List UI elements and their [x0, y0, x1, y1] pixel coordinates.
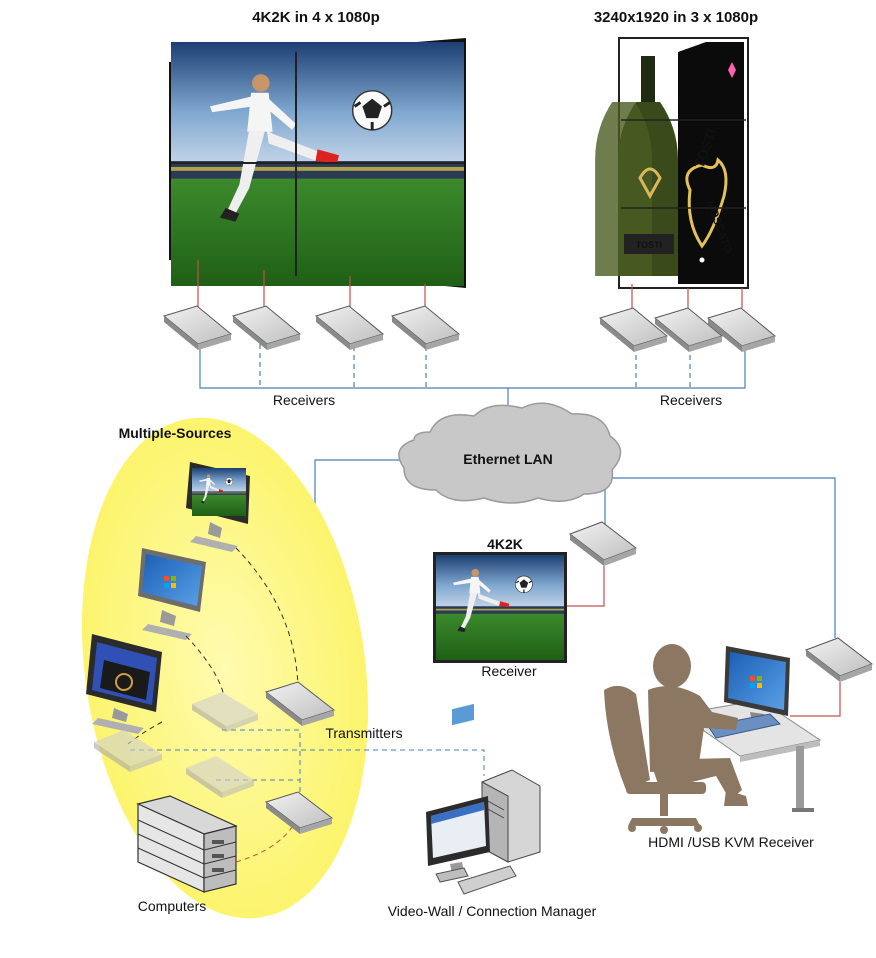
wall-video-cables — [197, 260, 743, 308]
monitor-icon — [138, 548, 206, 640]
transmitters-label: Transmitters — [325, 725, 402, 741]
seated-user-icon — [604, 644, 748, 834]
kvm-receiver-label: HDMI /USB KVM Receiver — [648, 834, 814, 850]
transmitter-box-icon — [264, 791, 334, 834]
monitor-4k-title: 4K2K — [487, 536, 523, 552]
receiver-box-icon — [706, 307, 777, 352]
video-wall-2x2 — [169, 38, 466, 288]
computers-label: Computers — [138, 898, 206, 914]
connection-manager-label: Video-Wall / Connection Manager — [388, 903, 597, 919]
receiver-box-icon — [804, 637, 874, 682]
receiver-label: Receiver — [481, 663, 537, 679]
transmitter-box-icon — [186, 756, 254, 798]
monitor-icon — [707, 646, 790, 739]
monitor-icon — [186, 462, 250, 552]
ethernet-lan-label: Ethernet LAN — [463, 451, 552, 467]
receiver-box-icon — [653, 307, 724, 352]
transmitter-box-icon — [94, 730, 162, 772]
video-wall-4k-title: 4K2K in 4 x 1080p — [252, 9, 380, 26]
gift-box-image: TOSTI MOSCATO — [678, 42, 744, 284]
receiver-box-icon — [390, 305, 461, 350]
video-wall-portrait-title: 3240x1920 in 3 x 1080p — [594, 9, 758, 26]
receiver-box-icon — [598, 307, 669, 352]
receivers-label-left: Receivers — [273, 392, 335, 408]
single-receiver-cable — [567, 566, 605, 607]
receiver-box-icon — [568, 521, 638, 566]
cloud-icon — [398, 402, 622, 504]
receiver-box-icon — [162, 305, 233, 350]
workstation-icon — [426, 703, 541, 895]
lan-dashed-drops — [259, 344, 691, 388]
receivers-label-right: Receivers — [660, 392, 722, 408]
video-wall-portrait: TOSTI TOSTI MOSCATO — [595, 37, 749, 289]
bottle-label-text: TOSTI — [636, 240, 662, 250]
receiver-box-icon — [314, 305, 385, 350]
source-dashed-cables — [127, 547, 485, 863]
multiple-sources-label: Multiple-Sources — [119, 425, 232, 441]
server-stack-icon — [136, 795, 238, 893]
transmitter-box-icon — [264, 681, 336, 726]
transmitter-box-icon — [192, 692, 258, 732]
monitor-icon — [86, 634, 162, 734]
kvm-cable — [790, 682, 841, 717]
monitor-icon — [433, 552, 567, 663]
receiver-box-icon — [231, 305, 302, 350]
wine-bottle-image: TOSTI — [595, 56, 678, 276]
